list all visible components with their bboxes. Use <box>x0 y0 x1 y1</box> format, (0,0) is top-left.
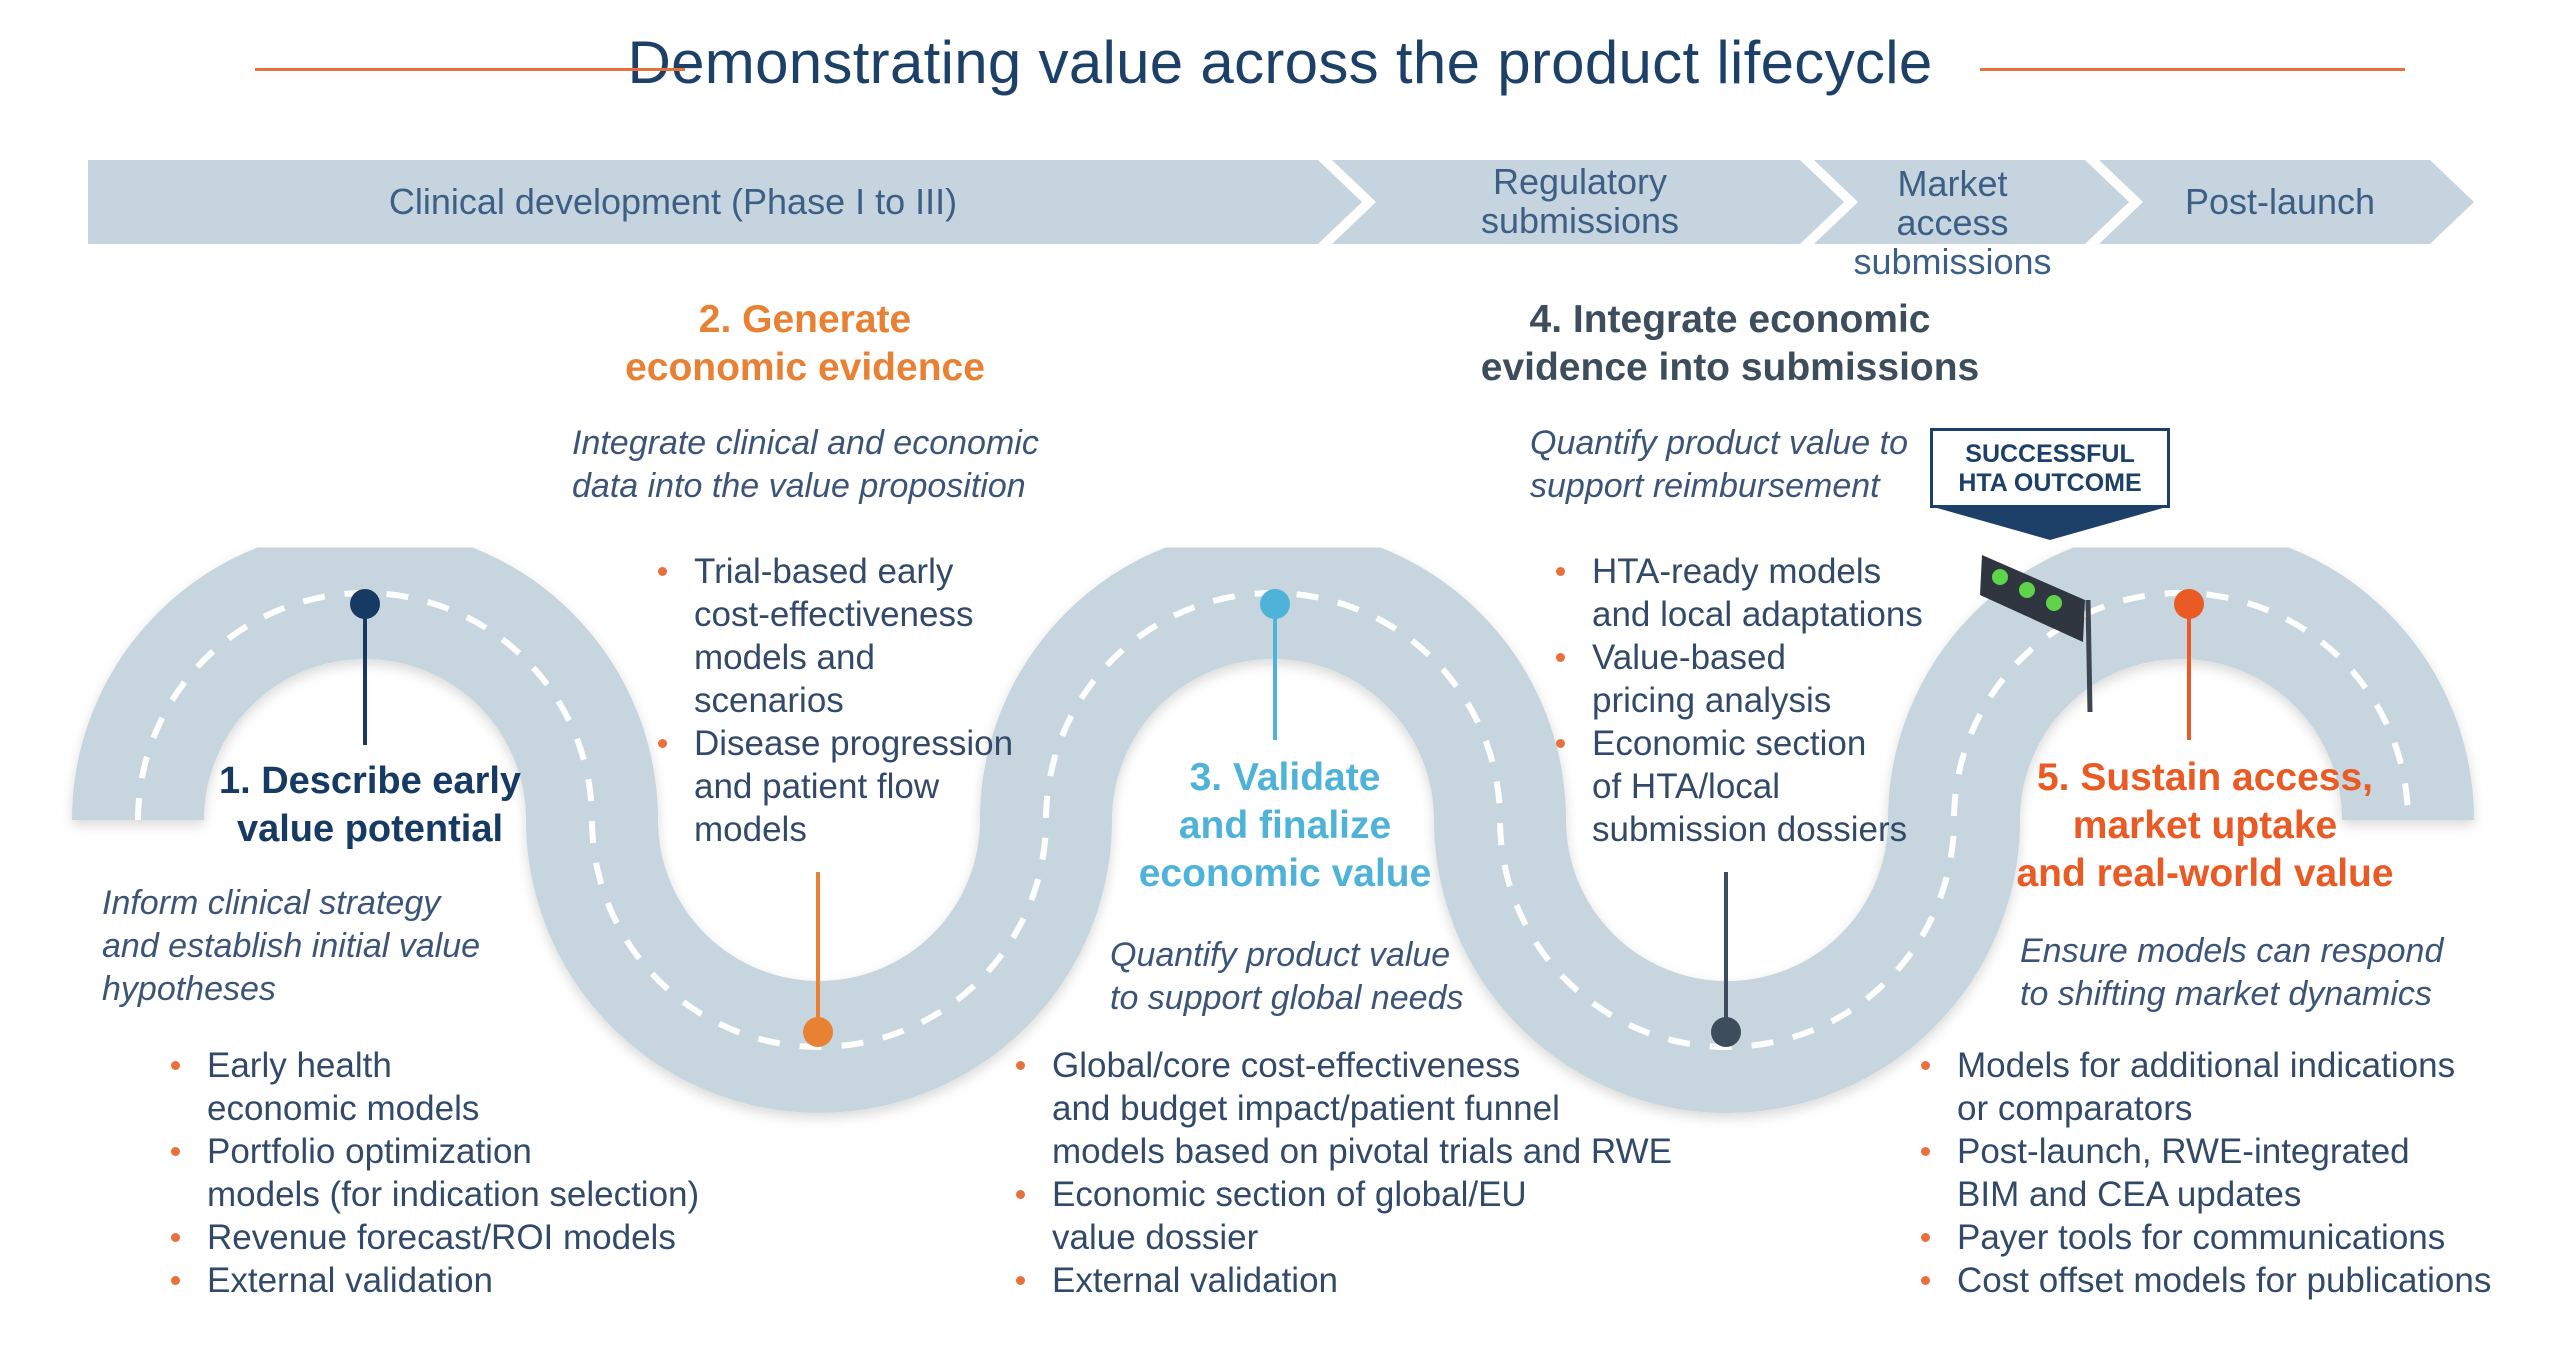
marker-step1-map-pin-icon <box>350 589 380 745</box>
badge-line-1: SUCCESSFUL <box>1965 440 2135 468</box>
phase-chevron-clinical <box>88 160 1362 244</box>
step2-title: 2. Generate economic evidence <box>625 298 985 389</box>
phase-bar <box>88 160 2474 244</box>
step1-title: 1. Describe early value potential <box>218 760 522 850</box>
list-item: External validation <box>1010 1259 1700 1302</box>
traffic-light-icon <box>1980 555 2093 713</box>
phase-chevron-postlaunch <box>2099 160 2474 244</box>
phase-chevron-market <box>1814 160 2129 244</box>
phase-label-regulatory: Regulatory submissions <box>1480 161 1680 241</box>
title-rule-left <box>255 68 685 71</box>
list-item: Revenue forecast/ROI models <box>165 1216 765 1259</box>
step5-subtitle: Ensure models can respond to shifting ma… <box>2020 932 2444 1013</box>
badge-line-2: HTA OUTCOME <box>1958 469 2142 497</box>
marker-step3-map-pin-icon <box>1260 589 1290 740</box>
step3-subtitle: Quantify product value to support global… <box>1110 936 1464 1017</box>
marker-step5-map-pin-icon <box>2174 589 2204 740</box>
phase-label-clinical: Clinical development (Phase I to III) <box>388 181 958 222</box>
phase-label-postlaunch: Post-launch <box>2184 181 2376 222</box>
step3-title: 3. Validate and finalize economic value <box>1138 756 1432 895</box>
phase-chevron-regulatory <box>1332 160 1844 244</box>
step4-subtitle: Quantify product value to support reimbu… <box>1530 424 1909 505</box>
marker-step2-map-pin-icon <box>803 872 833 1047</box>
step2-subtitle: Integrate clinical and economic data int… <box>572 424 1039 505</box>
hta-outcome-badge: SUCCESSFUL HTA OUTCOME <box>1930 428 2170 508</box>
badge-arrow <box>1930 506 2170 540</box>
phase-label-market: Market access submissions <box>1853 163 2052 282</box>
page-title: Demonstrating value across the product l… <box>627 29 1933 96</box>
step4-title: 4. Integrate economic evidence into subm… <box>1480 298 1980 389</box>
title-rule-right <box>1980 68 2405 71</box>
list-item: External validation <box>165 1259 765 1302</box>
list-item: Cost offset models for publications <box>1915 1259 2535 1302</box>
step1-subtitle: Inform clinical strategy and establish i… <box>102 884 481 1008</box>
step5-title: 5. Sustain access, market uptake and rea… <box>2016 756 2394 895</box>
marker-step4-map-pin-icon <box>1711 872 1741 1047</box>
list-item: Payer tools for communications <box>1915 1216 2535 1259</box>
